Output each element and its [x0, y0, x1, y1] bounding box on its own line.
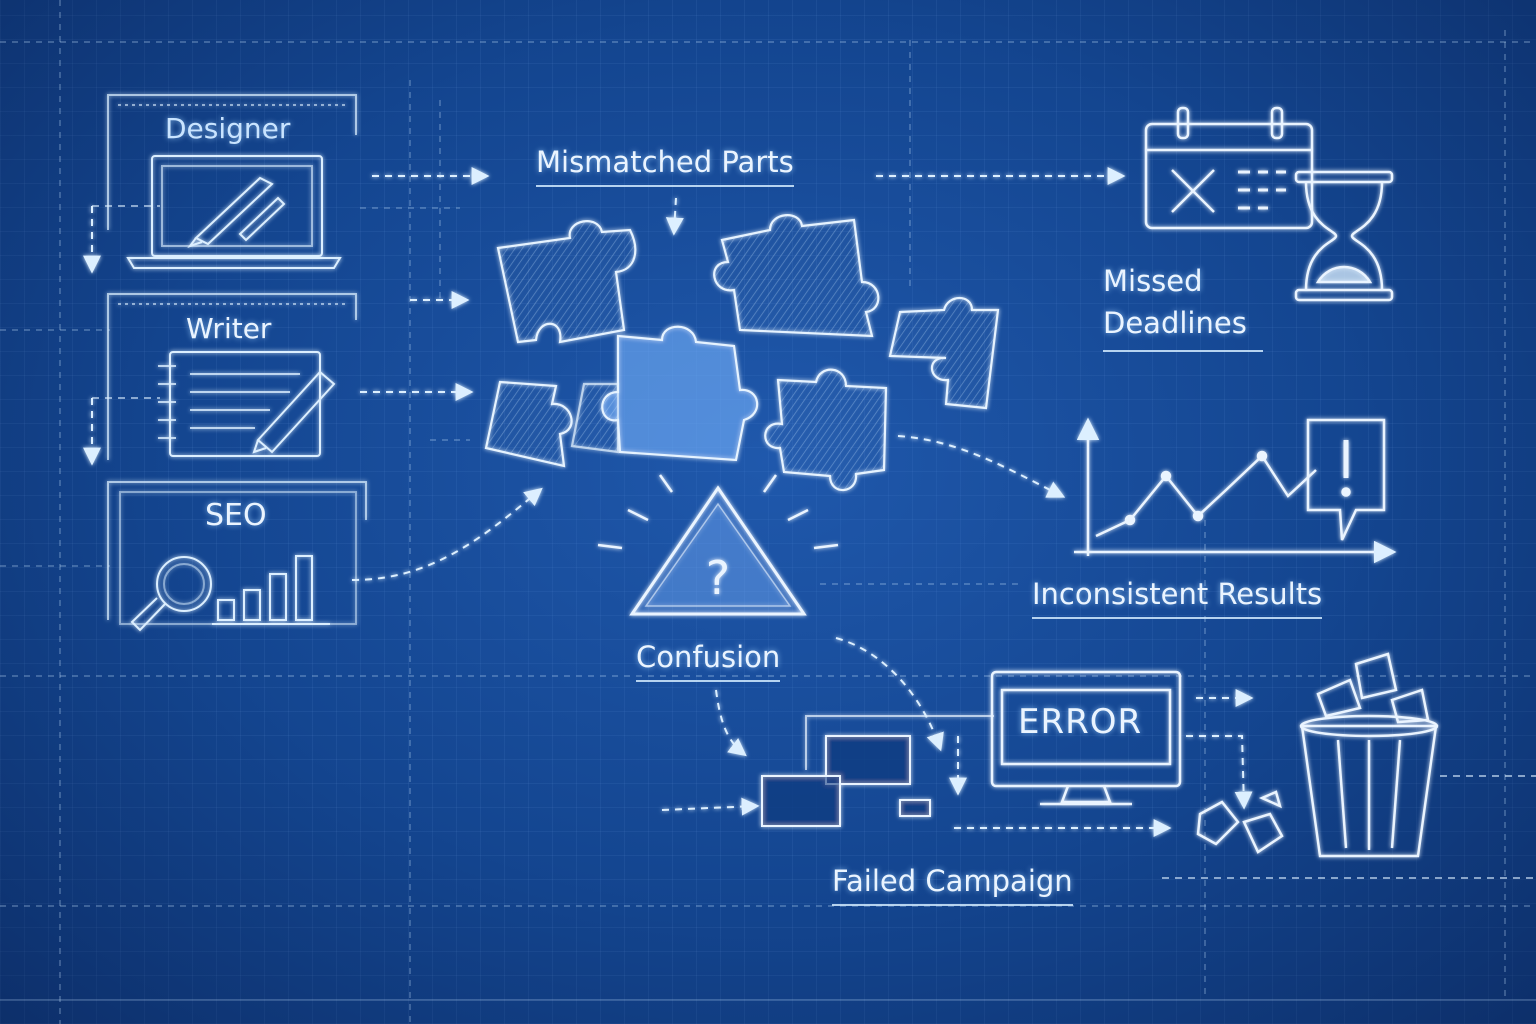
trash-bin-icon: [1196, 652, 1439, 858]
label-missed-deadlines: Missed Deadlines: [1103, 260, 1263, 352]
hourglass-icon: [1294, 170, 1394, 302]
role-label-designer: Designer: [165, 112, 291, 145]
error-monitor: [990, 670, 1182, 806]
puzzle-pieces: [484, 214, 1000, 492]
role-label-writer: Writer: [186, 312, 272, 345]
label-mismatched-parts: Mismatched Parts: [536, 145, 794, 187]
designer-card: [107, 94, 357, 269]
label-inconsistent-results: Inconsistent Results: [1032, 577, 1323, 619]
writer-card: [107, 293, 357, 460]
role-label-seo: SEO: [205, 498, 267, 533]
line-chart-icon: [1074, 417, 1397, 564]
label-failed-campaign: Failed Campaign: [832, 864, 1073, 906]
monitor-error-text: ERROR: [1018, 702, 1143, 742]
question-mark-glyph: ?: [706, 551, 730, 605]
flow-arrows: [83, 167, 1254, 837]
label-confusion: Confusion: [636, 640, 781, 682]
seo-card: [107, 481, 367, 632]
warning-icon: [597, 474, 839, 616]
calendar-icon: [1144, 106, 1314, 230]
campaign-screens: [761, 715, 994, 827]
